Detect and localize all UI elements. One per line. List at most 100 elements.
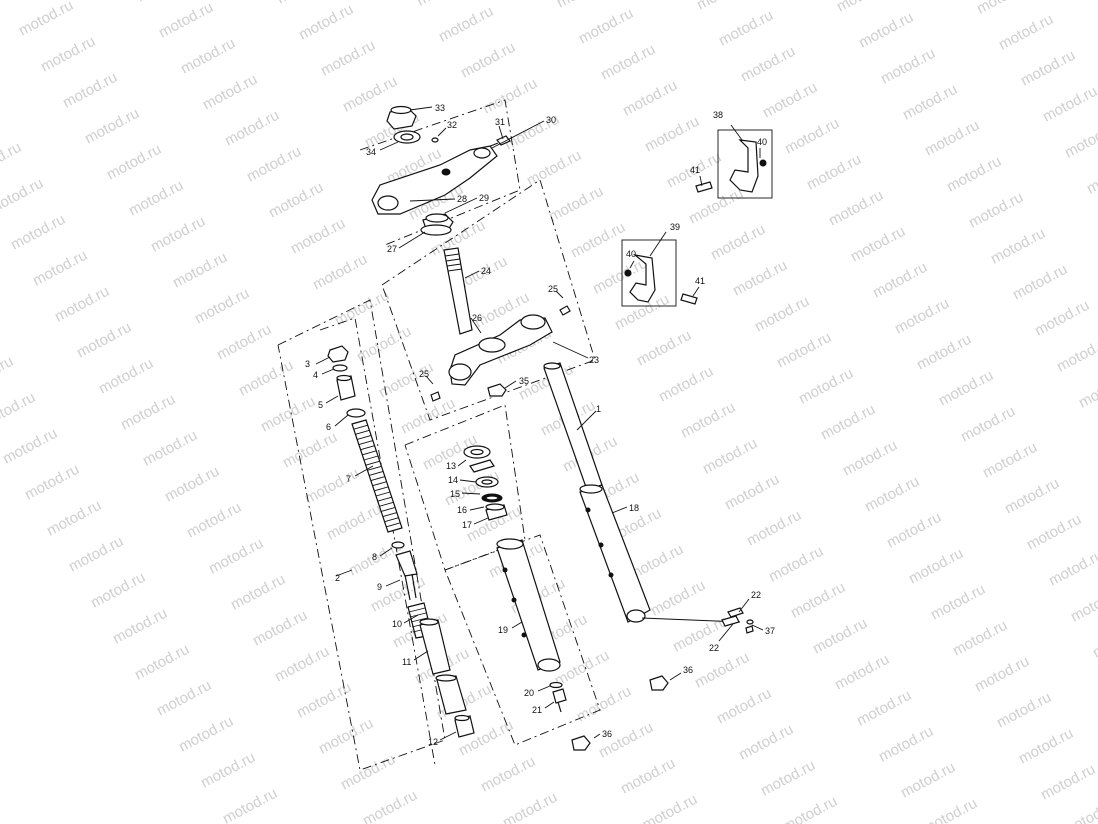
watermark-text: motod.ru (878, 45, 938, 88)
watermark-text: motod.ru (338, 751, 398, 794)
top-triple-clamp-group (359, 99, 521, 246)
watermark-text: motod.ru (568, 219, 628, 262)
watermark-text: motod.ru (266, 179, 326, 222)
watermark-text: motod.ru (782, 115, 842, 158)
watermark-text: motod.ru (134, 0, 194, 6)
callout-4: 4 (313, 370, 318, 380)
watermark-text: motod.ru (500, 789, 560, 824)
callout-27: 27 (387, 244, 397, 254)
watermark-text: motod.ru (198, 749, 258, 792)
watermark-text: motod.ru (302, 465, 362, 508)
watermark-text: motod.ru (272, 643, 332, 686)
watermark-text: motod.ru (0, 389, 38, 432)
bolt-washer (746, 619, 754, 625)
watermark-text: motod.ru (900, 81, 960, 124)
watermark-text: motod.ru (258, 393, 318, 436)
watermark-text: motod.ru (0, 103, 2, 146)
watermark-text: motod.ru (288, 215, 348, 258)
callout-39: 39 (670, 222, 680, 232)
watermark-text: motod.ru (1040, 83, 1098, 126)
watermark-text: motod.ru (848, 223, 908, 266)
watermark-text: motod.ru (170, 249, 230, 292)
watermark-text: motod.ru (736, 721, 796, 764)
watermark-text: motod.ru (722, 471, 782, 514)
watermark-text: motod.ru (316, 715, 376, 758)
watermark-text: motod.ru (862, 473, 922, 516)
watermark-text: motod.ru (810, 615, 870, 658)
callout-12: 12 (428, 737, 438, 747)
callout-19: 19 (498, 625, 508, 635)
steering-stem-group (381, 179, 596, 421)
seal-ring (469, 459, 495, 473)
watermark-text: motod.ru (478, 753, 538, 796)
drain-washer (549, 681, 563, 689)
bracket-bolt-lower (680, 293, 698, 305)
watermark-text: motod.ru (988, 225, 1048, 268)
watermark-text: motod.ru (360, 787, 420, 824)
watermark-text: motod.ru (730, 257, 790, 300)
watermark-text: motod.ru (692, 649, 752, 692)
watermark-text: motod.ru (414, 0, 474, 10)
watermark-text: motod.ru (324, 501, 384, 544)
watermark-text: motod.ru (274, 0, 334, 8)
watermark-text: motod.ru (1016, 725, 1076, 768)
watermark-text: motod.ru (0, 175, 46, 218)
callout-13: 13 (446, 461, 456, 471)
stem-collar (478, 337, 506, 353)
callout-8: 8 (372, 552, 377, 562)
watermark-text: motod.ru (154, 677, 214, 720)
fork-seals-group (404, 404, 526, 571)
watermark-text: motod.ru (744, 507, 804, 550)
watermark-text: motod.ru (8, 211, 68, 254)
callout-6: 6 (326, 422, 331, 432)
watermark-text: motod.ru (1054, 333, 1098, 376)
watermark-text: motod.ru (1084, 155, 1098, 198)
watermark-text: motod.ru (104, 141, 164, 184)
watermark-text: motod.ru (752, 293, 812, 336)
watermark-text: motod.ru (214, 321, 274, 364)
watermark-text: motod.ru (994, 689, 1054, 732)
watermark-text: motod.ru (52, 283, 112, 326)
watermark-text: motod.ru (176, 713, 236, 756)
callout-25-lower: 25 (419, 369, 429, 379)
watermark-text: motod.ru (818, 401, 878, 444)
callout-9: 9 (377, 582, 382, 592)
watermark-text: motod.ru (66, 533, 126, 576)
watermark-text: motod.ru (892, 295, 952, 338)
watermark-text: motod.ru (60, 69, 120, 112)
watermark-text: motod.ru (280, 429, 340, 472)
watermark-text: motod.ru (922, 117, 982, 160)
watermark-text: motod.ru (458, 39, 518, 82)
callout-16: 16 (457, 505, 467, 515)
watermark-text: motod.ru (1002, 475, 1062, 518)
watermark-text: motod.ru (318, 37, 378, 80)
watermark-text: motod.ru (554, 0, 614, 12)
callout-41-upper: 41 (690, 165, 700, 175)
watermark-text: motod.ru (634, 327, 694, 370)
watermark-text: motod.ru (936, 367, 996, 410)
watermark-text: motod.ru (774, 329, 834, 372)
callout-11: 11 (402, 657, 411, 667)
watermark-text: motod.ru (708, 221, 768, 264)
watermark-text: motod.ru (1090, 619, 1098, 662)
callout-5: 5 (318, 400, 323, 410)
callout-23: 23 (589, 355, 599, 365)
watermark-text: motod.ru (398, 395, 458, 438)
watermark-text: motod.ru (966, 189, 1026, 232)
fork-slider-group (444, 534, 601, 751)
watermark-text: motod.ru (294, 679, 354, 722)
drain-bolt (552, 688, 567, 704)
watermark-text: motod.ru (0, 425, 60, 468)
watermark-text: motod.ru (156, 0, 216, 42)
watermark-text: motod.ru (716, 7, 776, 50)
callout-36-lower: 36 (602, 729, 612, 739)
callout-26: 26 (472, 313, 482, 323)
watermark-text: motod.ru (686, 185, 746, 228)
watermark-text: motod.ru (826, 187, 886, 230)
watermark-text: motod.ru (648, 577, 708, 620)
bracket-39-group (621, 239, 698, 307)
watermark-text: motod.ru (480, 75, 540, 118)
damper-rod (395, 550, 418, 577)
callout-15: 15 (450, 489, 460, 499)
callout-2: 2 (335, 573, 340, 583)
